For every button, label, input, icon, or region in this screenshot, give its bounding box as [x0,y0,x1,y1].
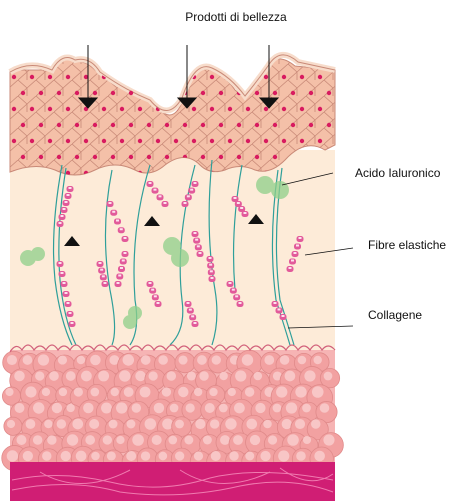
label-elastic-fibers: Fibre elastiche [368,238,446,252]
fat-cells [2,350,344,473]
label-collagen: Collagene [368,308,422,322]
label-hyaluronic-acid: Acido Ialuronico [355,166,440,180]
label-beauty-products: Prodotti di bellezza [0,10,472,24]
